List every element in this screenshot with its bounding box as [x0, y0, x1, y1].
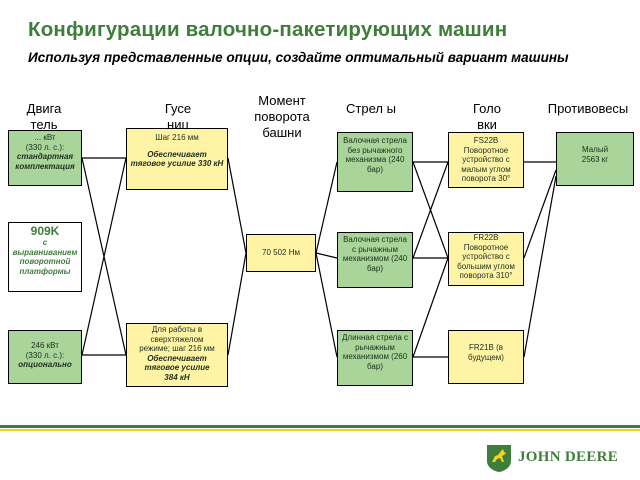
tracks-standard-box: Шаг 216 мм Обеспечивает тяговое усилие 3… [126, 128, 228, 190]
connector-line [412, 161, 449, 259]
head-fr21b-box: FR21B (в будущем) [448, 330, 524, 384]
deer-icon [487, 445, 511, 472]
boom-no-linkage-box: Валочная стрела без рычажного механизма … [337, 132, 413, 192]
connector-line [523, 169, 557, 259]
counterweight-small-box: Малый 2563 кг [556, 132, 634, 186]
column-heading-torque: Момент поворота башни [254, 93, 310, 140]
connector-line [315, 161, 338, 254]
boom-long-box: Длинная стрела с рычажным механизмом (26… [337, 330, 413, 386]
footer-rule-green [0, 425, 640, 428]
engine-standard-box: ... кВт (330 л. с.): стандартная комплек… [8, 130, 82, 186]
engine-optional-power: 246 кВт [31, 341, 59, 350]
footer-rule-yellow [0, 429, 640, 431]
torque-box: 70 502 Нм [246, 234, 316, 272]
machine-model-description: с выравниванием поворотной платформы [12, 238, 78, 276]
head-fr21b-label: FR21B (в будущем) [468, 343, 504, 362]
connector-line [227, 252, 247, 356]
head-fs22b-box: FS22B Поворотное устройство с малым угло… [448, 132, 524, 188]
engine-standard-hp: (330 л. с.): [25, 142, 65, 152]
connector-line [315, 252, 338, 259]
connector-line [81, 157, 127, 356]
head-fr22b-box: FR22B Поворотное устройство с большим уг… [448, 232, 524, 286]
page-subtitle: Используя представленные опции, создайте… [28, 50, 569, 65]
connector-line [315, 252, 338, 358]
tracks-heavy-duty-force: Обеспечивает тяговое усилие 384 кН [144, 353, 210, 382]
column-heading-booms: Стрел ы [346, 101, 396, 116]
tracks-heavy-duty-box: Для работы в сверхтяжелом режиме; шаг 21… [126, 323, 228, 387]
head-fr22b-label: FR22B Поворотное устройство с большим уг… [457, 233, 515, 281]
connector-line [412, 257, 449, 358]
engine-optional-label: опционально [18, 360, 72, 370]
boom-with-linkage-box: Валочная стрела с рычажным механизмом (2… [337, 232, 413, 288]
boom-long-label: Длинная стрела с рычажным механизмом (26… [341, 333, 409, 371]
boom-with-linkage-label: Валочная стрела с рычажным механизмом (2… [342, 235, 408, 273]
head-fs22b-label: FS22B Поворотное устройство с малым угло… [461, 136, 511, 184]
john-deere-logo: JOHN DEERE [484, 442, 618, 474]
engine-optional-hp: (330 л. с.): [25, 350, 65, 360]
connector-line [523, 175, 557, 358]
column-heading-heads: Голо вки [472, 101, 502, 132]
machine-model-box: 909K с выравниванием поворотной платформ… [8, 222, 82, 292]
counterweight-small-mass: 2563 кг [581, 154, 609, 164]
column-heading-engine: Двига тель [26, 101, 62, 132]
engine-standard-power: ... кВт [34, 133, 56, 142]
page-title: Конфигурации валочно-пакетирующих машин [28, 18, 508, 41]
tracks-standard-force: Обеспечивает тяговое усилие 330 кН [130, 149, 224, 169]
engine-optional-box: 246 кВт (330 л. с.): опционально [8, 330, 82, 384]
torque-value: 70 502 Нм [262, 248, 300, 257]
machine-model: 909K [30, 224, 60, 238]
tracks-standard-pitch: Шаг 216 мм [155, 133, 199, 142]
boom-no-linkage-label: Валочная стрела без рычажного механизма … [343, 136, 407, 174]
engine-standard-label: стандартная комплектация [15, 152, 75, 171]
column-heading-counterweights: Противовесы [547, 101, 629, 116]
brand-name: JOHN DEERE [518, 449, 619, 465]
connector-line [227, 157, 247, 254]
tracks-heavy-duty-pitch: Для работы в сверхтяжелом режиме; шаг 21… [139, 325, 215, 354]
counterweight-small-label: Малый [581, 145, 609, 154]
